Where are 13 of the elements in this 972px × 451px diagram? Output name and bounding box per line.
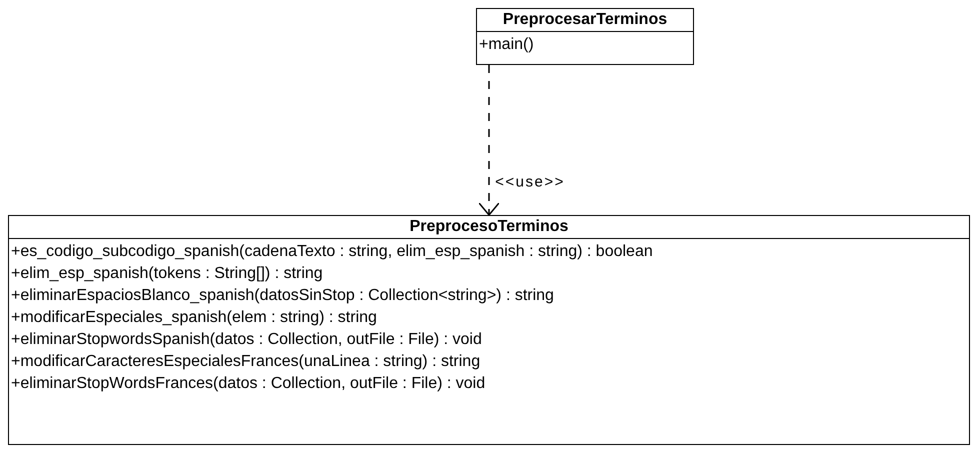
class-box [476,8,694,65]
dependency-arrow [478,65,500,216]
method-text: +eliminarStopwordsSpanish(datos : Collection, outFile : File) : void [11,330,483,350]
method-text: +eliminarEspaciosBlanco_spanish(datosSinStop : Collection<string>) : string [11,286,555,306]
method-text: +eliminarStopWordsFrances(datos : Collection, outFile : File) : void [11,374,486,394]
method-text: +es_codigo_subcodigo_spanish(cadenaTexto : string, elim_esp_spanish : string) : boolean [11,242,654,262]
method-text: +modificarCaracteresEspecialesFrances(unaLinea : string) : string [11,352,482,372]
method-text: +elim_esp_spanish(tokens : String[]) : string [11,264,324,284]
class-name: PreprocesoTerminos [9,216,969,239]
class-box [8,215,970,445]
method-text: +main() [479,35,535,55]
method-text: +modificarEspeciales_spanish(elem : string) : string [11,308,378,328]
class-name: PreprocesarTerminos [477,9,693,32]
